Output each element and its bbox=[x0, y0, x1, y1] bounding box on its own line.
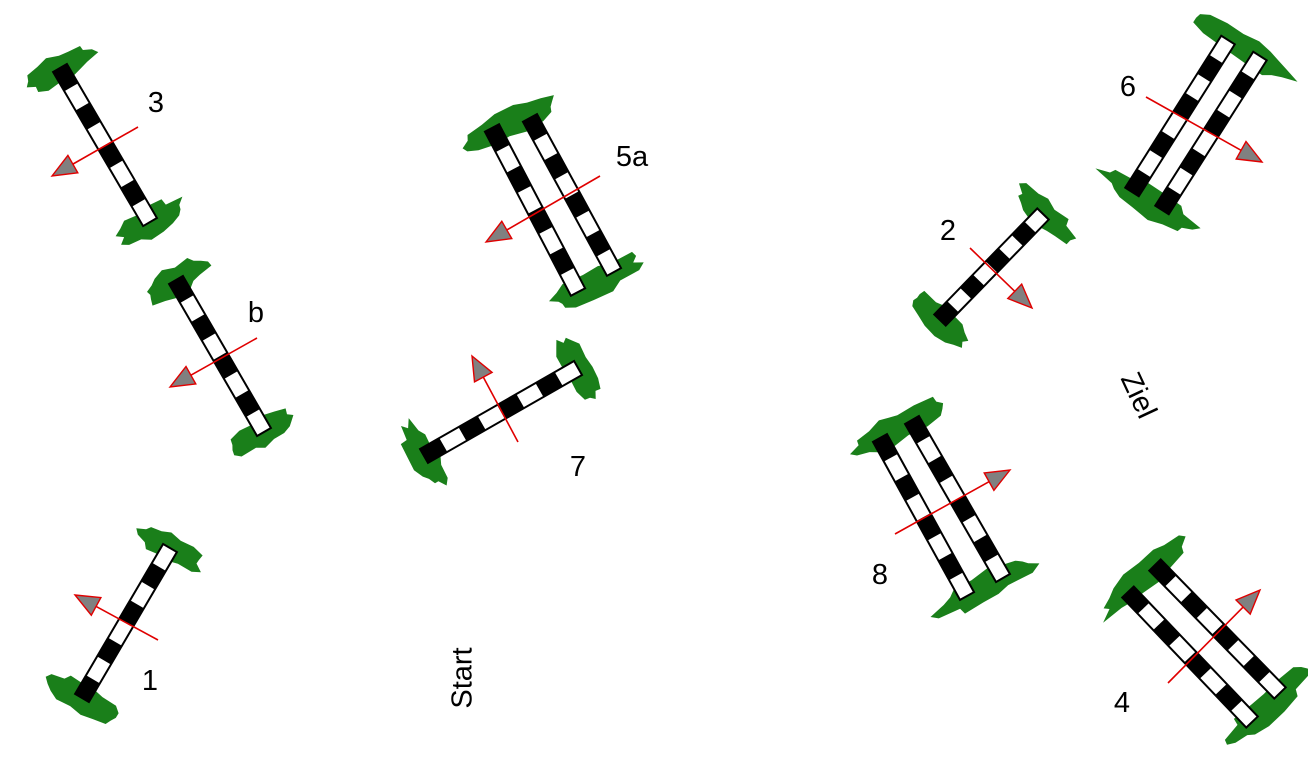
direction-arrow bbox=[894, 469, 1012, 535]
direction-arrow bbox=[50, 126, 139, 177]
jump-rail bbox=[1120, 585, 1260, 729]
obstacle-number-2: 2 bbox=[940, 215, 956, 247]
obstacle-number-7: 7 bbox=[570, 451, 586, 483]
direction-arrow bbox=[73, 594, 159, 641]
obstacle-2-vertical bbox=[912, 183, 1077, 348]
direction-arrow bbox=[471, 354, 519, 443]
obstacle-number-8: 8 bbox=[872, 559, 888, 591]
obstacle-number-5a: 5a bbox=[616, 141, 649, 173]
obstacle-number-5b: b bbox=[248, 297, 264, 329]
obstacle-7-vertical bbox=[400, 337, 601, 486]
obstacle-4-oxer bbox=[1103, 535, 1308, 745]
wing-bush bbox=[1103, 535, 1186, 623]
jump-rail bbox=[932, 207, 1051, 327]
arrow-head bbox=[983, 469, 1012, 492]
direction-arrow bbox=[168, 337, 258, 388]
obstacle-1-vertical bbox=[45, 527, 203, 724]
direction-arrow bbox=[1145, 96, 1264, 163]
wing-bush bbox=[1095, 168, 1201, 232]
direction-arrow bbox=[484, 175, 601, 243]
obstacle-6-oxer bbox=[1095, 14, 1298, 232]
arrow-head bbox=[471, 354, 494, 384]
obstacle-b-vertical bbox=[147, 258, 294, 457]
arrow-head bbox=[168, 365, 197, 388]
direction-arrow bbox=[969, 247, 1034, 310]
jump-rail bbox=[1147, 557, 1288, 700]
wing-bush bbox=[1018, 183, 1077, 245]
direction-arrows-layer bbox=[50, 96, 1264, 684]
obstacle-number-1: 1 bbox=[142, 665, 158, 697]
finish-label: Ziel bbox=[1114, 367, 1163, 423]
obstacle-number-3: 3 bbox=[148, 87, 164, 119]
jump-rail bbox=[871, 432, 976, 602]
wing-bush bbox=[1193, 14, 1298, 82]
arrow-head bbox=[1235, 140, 1264, 163]
jump-rail bbox=[521, 112, 623, 278]
wing-bush bbox=[930, 560, 1040, 619]
start-label: Start bbox=[447, 647, 479, 708]
direction-arrow bbox=[1167, 588, 1262, 684]
wing-bush bbox=[462, 95, 554, 152]
obstacle-number-4: 4 bbox=[1114, 687, 1130, 719]
arrow-head bbox=[1234, 588, 1262, 616]
arrow-head bbox=[50, 154, 79, 177]
jump-rail bbox=[483, 122, 587, 298]
arrow-head bbox=[73, 594, 103, 617]
obstacle-5a-oxer bbox=[462, 95, 644, 308]
jump-rail bbox=[418, 359, 584, 465]
arrow-head bbox=[1006, 282, 1034, 310]
arrow-head bbox=[484, 220, 513, 243]
obstacle-number-6: 6 bbox=[1120, 71, 1136, 103]
